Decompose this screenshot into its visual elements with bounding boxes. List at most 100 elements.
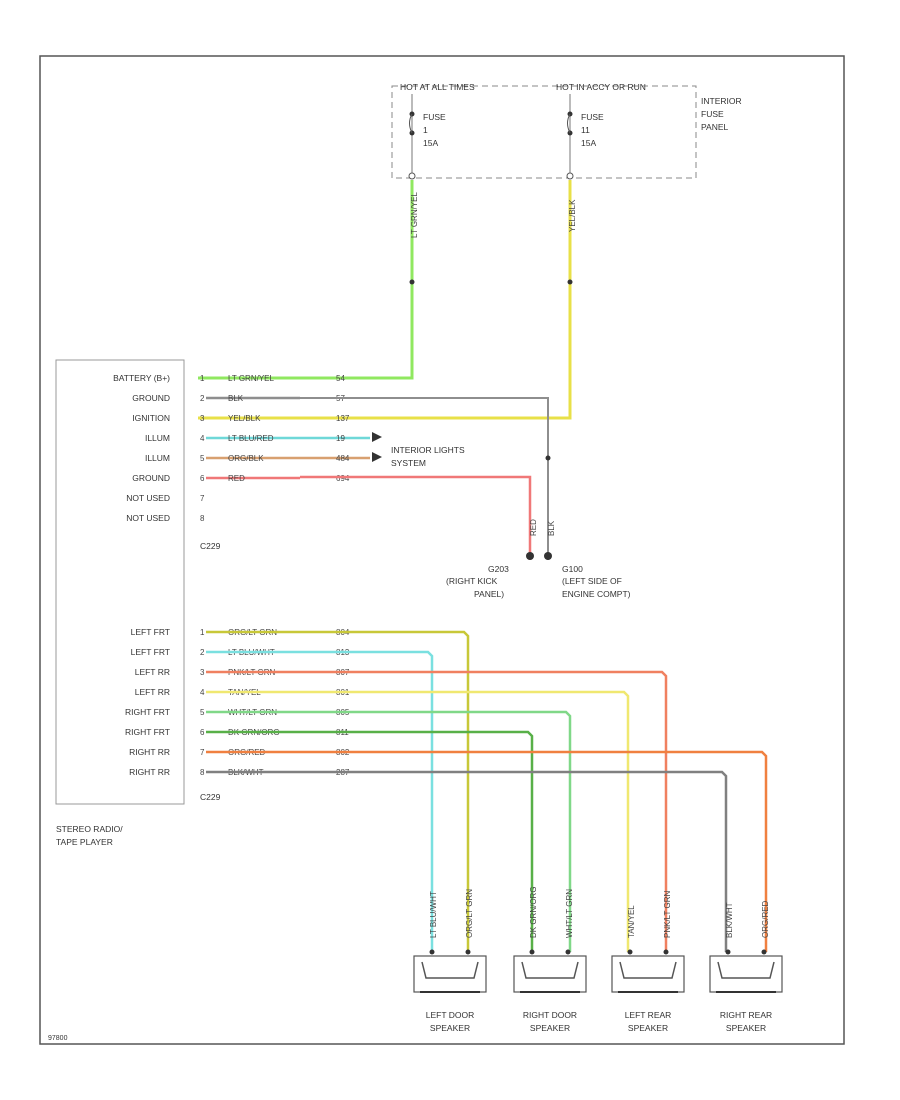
bottom-pin-function: RIGHT FRT <box>125 727 170 737</box>
top-pin-wire-color: BLK <box>228 394 244 403</box>
top-pin-function: IGNITION <box>132 413 170 423</box>
ignition-feed-wire <box>198 180 572 420</box>
speaker-wire <box>206 770 728 952</box>
speaker-name-line-1: LEFT REAR <box>625 1010 672 1020</box>
bottom-pin-number: 8 <box>200 768 205 777</box>
top-pin-function: NOT USED <box>126 493 170 503</box>
bottom-pin-function: LEFT FRT <box>131 627 170 637</box>
speaker-name-line-1: LEFT DOOR <box>426 1010 475 1020</box>
speaker-cone <box>619 961 677 979</box>
top-pin-wire-color: RED <box>228 474 245 483</box>
top-pin-wire-color: YEL/BLK <box>228 414 261 423</box>
speaker-wire <box>206 730 534 952</box>
radio-connector-bottom: C229 <box>200 792 221 802</box>
radio-ground-wire <box>300 397 549 560</box>
bottom-pin-function: LEFT FRT <box>131 647 170 657</box>
bottom-pin-number: 2 <box>200 648 205 657</box>
radio-name-line-2: TAPE PLAYER <box>56 837 113 847</box>
bottom-pin-number: 5 <box>200 708 205 717</box>
speaker-body <box>709 955 783 993</box>
fuse-1-rating: 15A <box>423 138 438 148</box>
speaker-wire-b-label: ORG/LT GRN <box>465 889 474 938</box>
speaker: LT BLU/WHT ORG/LT GRN LEFT DOOR SPEAKER <box>413 889 487 1033</box>
hot-in-accy-or-run-label: HOT IN ACCY OR RUN <box>556 82 646 92</box>
fuse-11-number: 11 <box>581 125 590 135</box>
figure-id: 97800 <box>48 1035 68 1042</box>
speaker-name-line-1: RIGHT DOOR <box>523 1010 577 1020</box>
bottom-pin-number: 1 <box>200 628 205 637</box>
speaker-wire <box>206 650 434 952</box>
top-pin-wire-color: LT GRN/YEL <box>228 374 274 383</box>
g100-line-2: ENGINE COMPT) <box>562 589 631 599</box>
g203-wire-label: RED <box>529 519 538 536</box>
bottom-pin-function: RIGHT FRT <box>125 707 170 717</box>
top-pin-wire-color: ORG/BLK <box>228 454 264 463</box>
top-pin-number: 2 <box>200 394 205 403</box>
top-pin-number: 8 <box>200 514 205 523</box>
speaker-name-line-2: SPEAKER <box>628 1023 668 1033</box>
top-pin-circuit: 19 <box>336 434 345 443</box>
top-pin-number: 6 <box>200 474 205 483</box>
hot-at-all-times-label: HOT AT ALL TIMES <box>400 82 475 92</box>
speaker-name-line-1: RIGHT REAR <box>720 1010 772 1020</box>
speaker-name-line-2: SPEAKER <box>430 1023 470 1033</box>
g100-ground-point <box>544 552 552 560</box>
fuse-11-wire-label: YEL/BLK <box>568 199 577 232</box>
bottom-pin-function: RIGHT RR <box>129 747 170 757</box>
speaker-name-line-2: SPEAKER <box>726 1023 766 1033</box>
speaker-wire-b-label: PNK/LT GRN <box>663 891 672 938</box>
top-pin-row: ILLUM 4 LT BLU/RED 19 <box>145 433 370 443</box>
speakers: LT BLU/WHT ORG/LT GRN LEFT DOOR SPEAKER DK G… <box>413 886 783 1033</box>
radio-outline <box>55 359 185 805</box>
speaker-wire <box>206 690 630 952</box>
fuse-11-rating: 15A <box>581 138 596 148</box>
diagram-frame <box>39 55 845 1045</box>
top-pin-function: GROUND <box>132 393 170 403</box>
radio-red-ground-wire <box>300 475 532 560</box>
illum-arrow-2 <box>372 452 382 462</box>
bottom-pin-function: RIGHT RR <box>129 767 170 777</box>
bottom-pin-function: LEFT RR <box>135 687 170 697</box>
radio-name-line-1: STEREO RADIO/ <box>56 824 123 834</box>
speaker-wire-a-label: DK GRN/ORG <box>529 886 538 938</box>
fuse-1-wire-label: LT GRN/YEL <box>410 192 419 238</box>
top-pin-number: 3 <box>200 414 205 423</box>
interior-fuse-panel: HOT AT ALL TIMES HOT IN ACCY OR RUN INTE… <box>391 82 742 180</box>
g203-ground-point <box>526 552 534 560</box>
bottom-pin-number: 3 <box>200 668 205 677</box>
top-pin-function: GROUND <box>132 473 170 483</box>
top-pin-circuit: 137 <box>336 414 350 423</box>
top-pin-row: GROUND 6 RED 694 <box>132 473 350 483</box>
speaker-cone <box>521 961 579 979</box>
top-pin-function: ILLUM <box>145 453 170 463</box>
interior-lights-line-1: INTERIOR LIGHTS <box>391 445 465 455</box>
fuse-1-label: FUSE <box>423 112 446 122</box>
speaker-body <box>611 955 685 993</box>
top-pin-circuit: 694 <box>336 474 350 483</box>
speaker-wire-b-label: ORG/RED <box>761 900 770 938</box>
speaker-wire <box>206 710 572 952</box>
speaker-wire-a-label: BLK/WHT <box>725 902 734 938</box>
bottom-pin-number: 6 <box>200 728 205 737</box>
top-pin-number: 4 <box>200 434 205 443</box>
stereo-radio-tape-player: C229 C229 STEREO RADIO/ TAPE PLAYER <box>55 359 221 847</box>
top-pin-number: 1 <box>200 374 205 383</box>
top-pin-function: BATTERY (B+) <box>113 373 170 383</box>
top-pin-function: ILLUM <box>145 433 170 443</box>
interior-lights-line-2: SYSTEM <box>391 458 426 468</box>
ground-and-illum-runs: INTERIOR LIGHTS SYSTEM RED BLK G203 (RIG… <box>300 397 631 599</box>
speaker-wire-a-label: LT BLU/WHT <box>429 891 438 938</box>
g100-id: G100 <box>562 564 583 574</box>
speaker-wire <box>206 750 768 952</box>
speaker-name-line-2: SPEAKER <box>530 1023 570 1033</box>
top-pin-circuit: 54 <box>336 374 345 383</box>
illum-arrow-1 <box>372 432 382 442</box>
g203-id: G203 <box>488 564 509 574</box>
top-pin-row: BATTERY (B+) 1 LT GRN/YEL 54 <box>113 373 345 383</box>
top-pin-wire-color: LT BLU/RED <box>228 434 274 443</box>
